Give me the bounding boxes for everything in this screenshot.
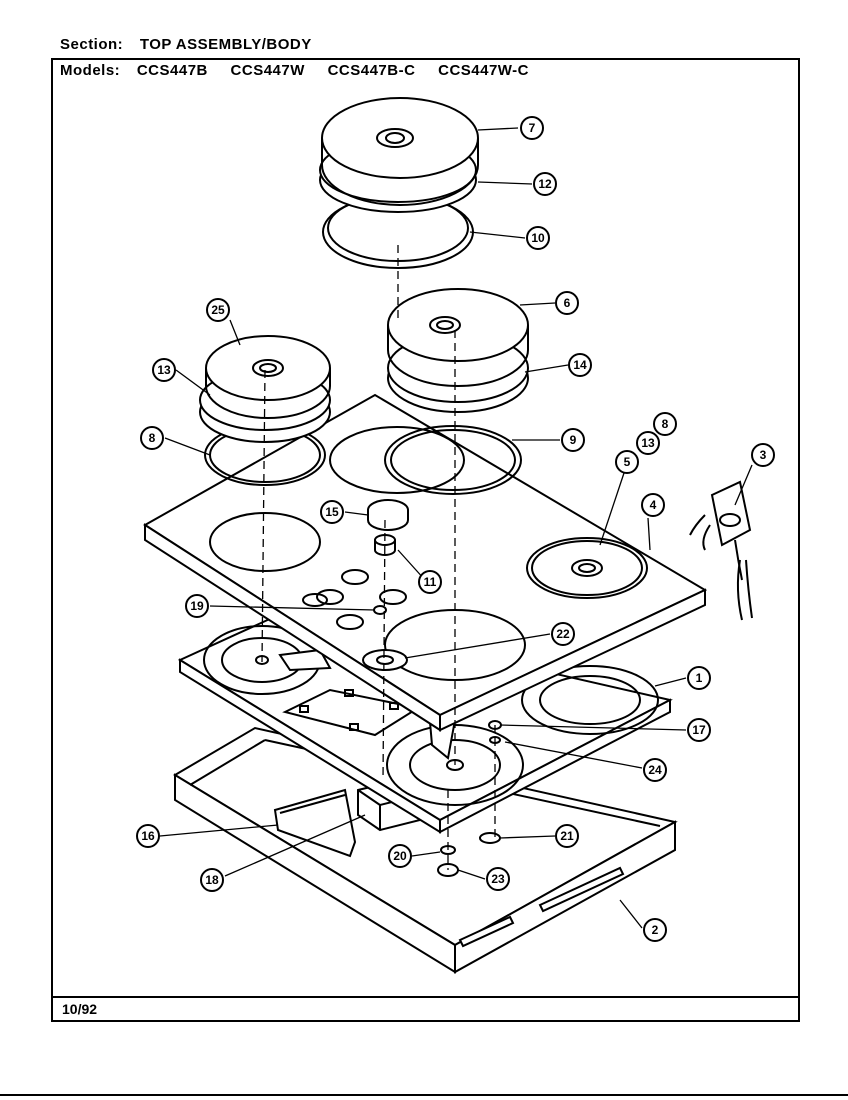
callout: 21: [555, 824, 579, 848]
callout: 15: [320, 500, 344, 524]
callout: 11: [418, 570, 442, 594]
callout: 23: [486, 867, 510, 891]
svg-text:17: 17: [692, 723, 706, 737]
svg-text:3: 3: [760, 448, 767, 462]
control-bracket: [273, 788, 357, 858]
callout: 14: [568, 353, 592, 377]
models-header: Models: CCS447B CCS447W CCS447B-C CCS447…: [60, 62, 547, 79]
svg-text:9: 9: [570, 433, 577, 447]
callout-labels: 7 12 10 6 25 14 13 8 9 8 13 5 3 4 15 11 …: [136, 116, 775, 942]
svg-text:23: 23: [491, 872, 505, 886]
section-header: Section: TOP ASSEMBLY/BODY: [60, 36, 312, 53]
callout: 8: [140, 426, 164, 450]
svg-text:10: 10: [531, 231, 545, 245]
callout: 2: [643, 918, 667, 942]
svg-text:13: 13: [641, 436, 655, 450]
model-item: CCS447B-C: [327, 62, 416, 79]
assembly-lines: [261, 245, 496, 870]
callout: 1: [687, 666, 711, 690]
svg-text:24: 24: [648, 763, 662, 777]
large-burner-6: [384, 288, 529, 495]
diagram-frame: [51, 58, 800, 1022]
svg-text:8: 8: [149, 431, 156, 445]
callout: 17: [687, 718, 711, 742]
callout: 19: [185, 594, 209, 618]
svg-text:22: 22: [556, 627, 570, 641]
callout: 24: [643, 758, 667, 782]
callout: 6: [555, 291, 579, 315]
callout: 18: [200, 868, 224, 892]
callout: 12: [533, 172, 557, 196]
model-item: CCS447W-C: [438, 62, 529, 79]
callout: 25: [206, 298, 230, 322]
svg-text:12: 12: [538, 177, 552, 191]
svg-text:13: 13: [157, 363, 171, 377]
callout: 20: [388, 844, 412, 868]
page-bottom-rule: [0, 1094, 848, 1096]
leader-lines: [159, 127, 753, 929]
callout: 3: [751, 443, 775, 467]
svg-text:8: 8: [662, 417, 669, 431]
callout: 7: [520, 116, 544, 140]
callout: 13: [636, 431, 660, 455]
models-label: Models:: [60, 62, 121, 79]
model-item: CCS447W: [230, 62, 305, 79]
svg-text:14: 14: [573, 358, 587, 372]
callout: 16: [136, 824, 160, 848]
section-label: Section:: [60, 36, 124, 53]
callout: 4: [641, 493, 665, 517]
svg-text:6: 6: [564, 296, 571, 310]
terminal-block: [689, 480, 753, 621]
model-item: CCS447B: [136, 62, 208, 79]
svg-text:18: 18: [205, 873, 219, 887]
top-burner-7: [319, 97, 479, 269]
svg-text:7: 7: [529, 121, 536, 135]
svg-text:19: 19: [190, 599, 204, 613]
svg-text:20: 20: [393, 849, 407, 863]
callout: 9: [561, 428, 585, 452]
svg-text:4: 4: [650, 498, 657, 512]
callout: 22: [551, 622, 575, 646]
knob-assembly: [362, 499, 409, 671]
svg-text:5: 5: [624, 455, 631, 469]
svg-text:15: 15: [325, 505, 339, 519]
svg-text:2: 2: [652, 923, 659, 937]
section-title: TOP ASSEMBLY/BODY: [139, 36, 312, 53]
svg-text:1: 1: [696, 671, 703, 685]
revision-date: 10/92: [62, 1001, 98, 1017]
callout: 8: [653, 412, 677, 436]
callout: 10: [526, 226, 550, 250]
svg-text:21: 21: [560, 829, 574, 843]
footer-divider: [51, 996, 800, 998]
svg-text:25: 25: [211, 303, 225, 317]
svg-text:11: 11: [424, 575, 437, 589]
svg-text:16: 16: [141, 829, 155, 843]
callout: 13: [152, 358, 176, 382]
callout: 5: [615, 450, 639, 474]
